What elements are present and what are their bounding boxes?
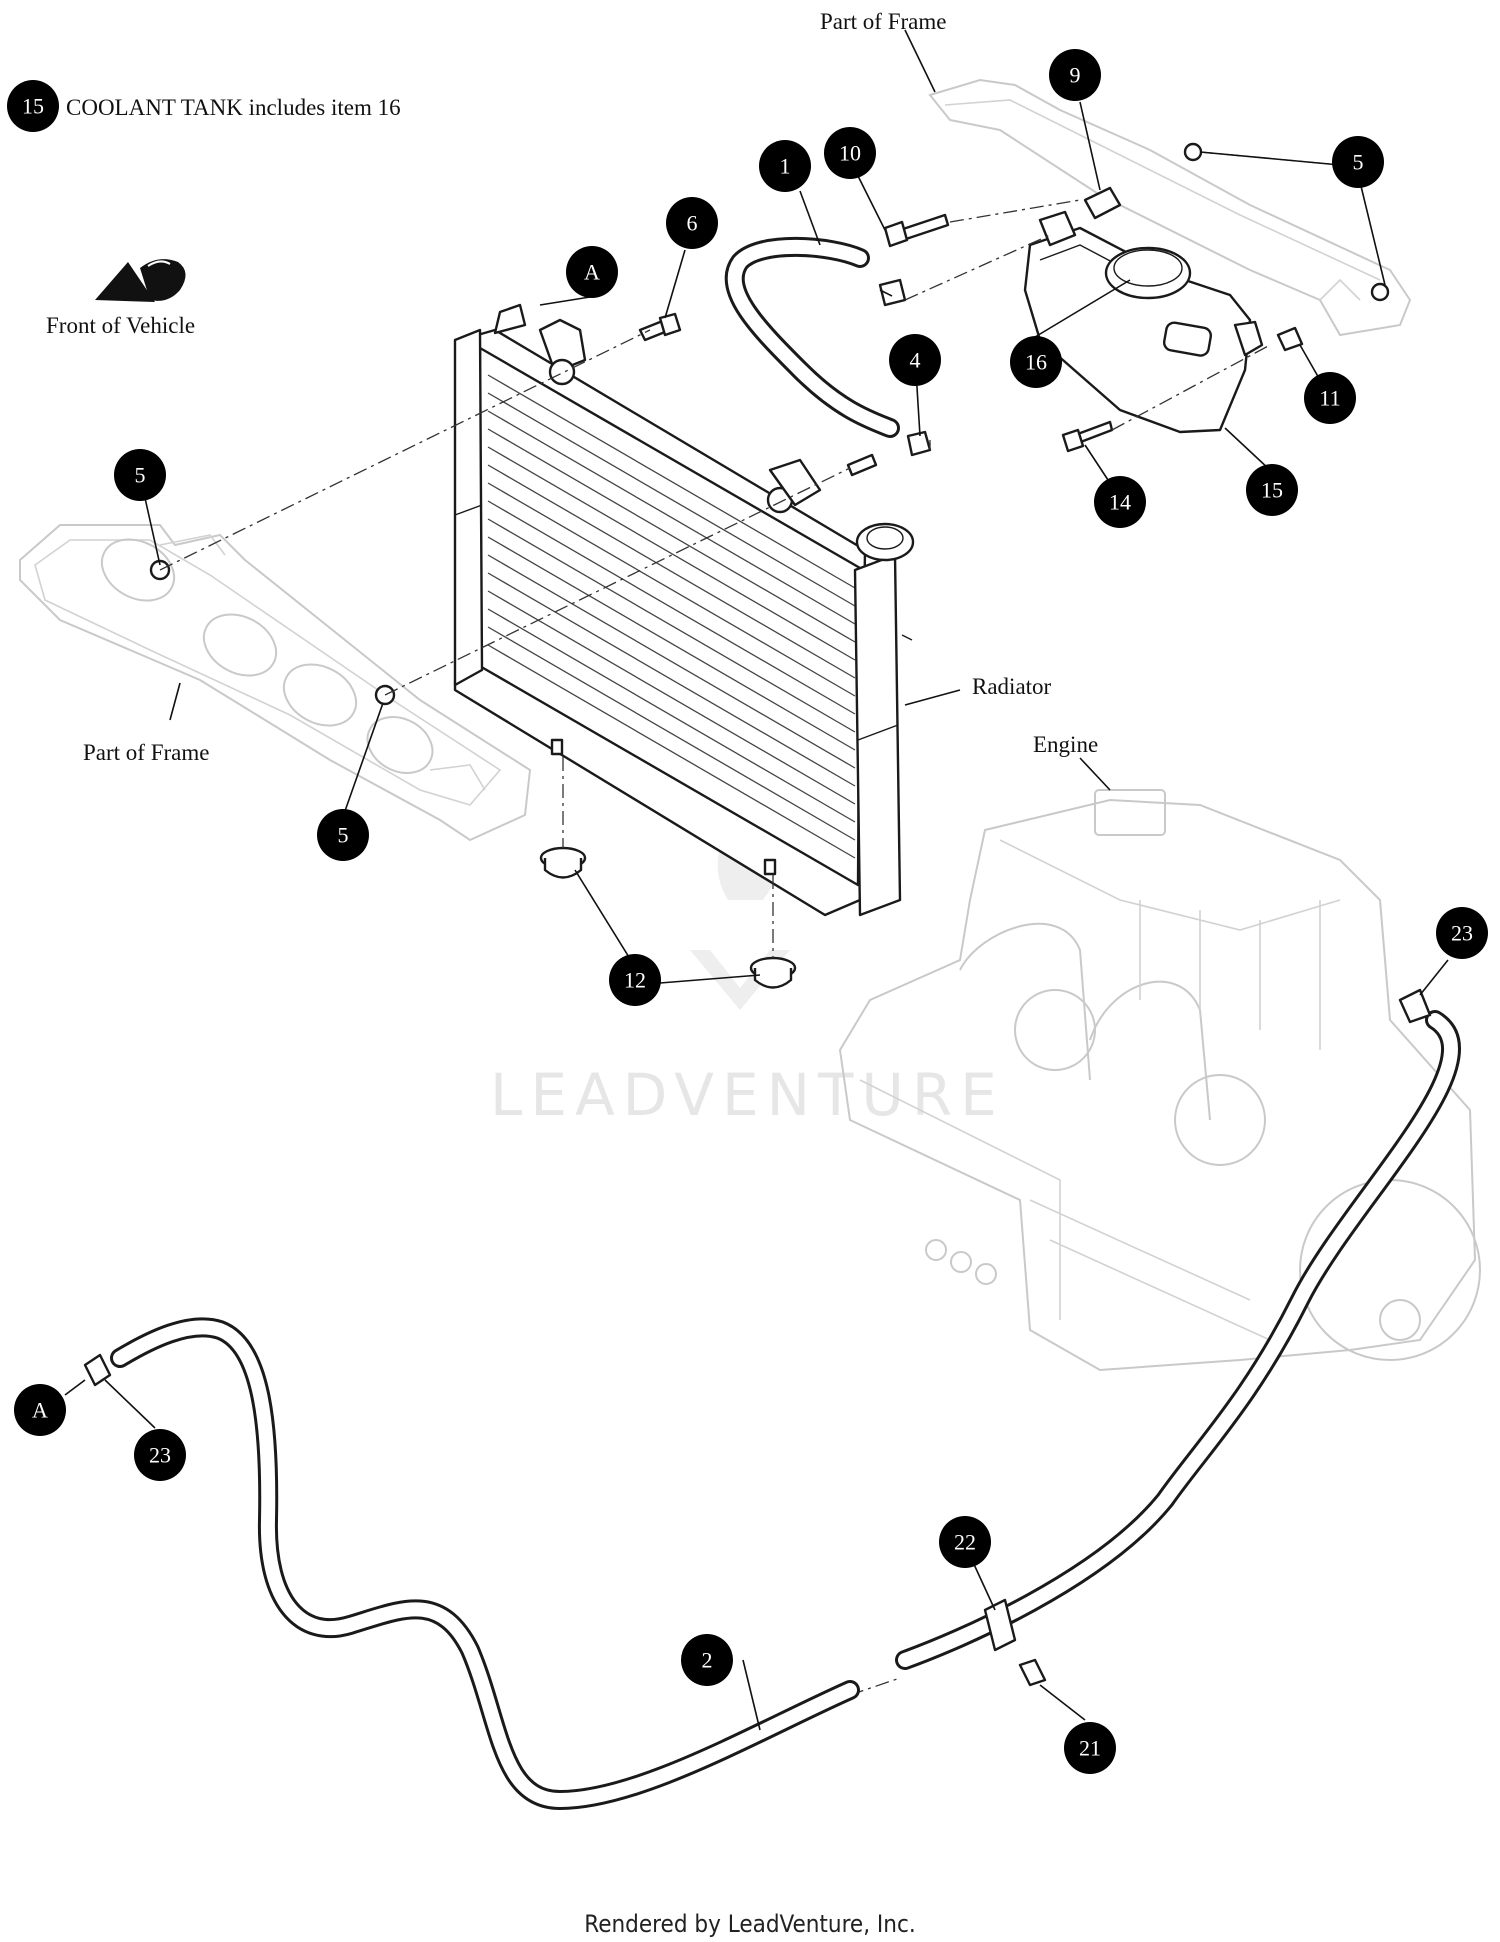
arrow-icon	[95, 259, 186, 302]
callout-23-left-text: 23	[149, 1443, 171, 1468]
callout-9-text: 9	[1070, 63, 1081, 88]
callout-4-upper-text: 4	[910, 348, 921, 373]
callout-14-text: 14	[1109, 490, 1131, 515]
callout-2: 2	[681, 1634, 733, 1686]
callout-2-text: 2	[702, 1648, 713, 1673]
watermark-text: LEADVENTURE	[490, 1061, 1005, 1129]
callout-14: 14	[1094, 476, 1146, 528]
nut-5-top	[1183, 142, 1390, 302]
callout-5-lower-text: 5	[338, 823, 349, 848]
frame-top-label: Part of Frame	[820, 9, 946, 34]
spacer-11	[1276, 326, 1304, 352]
callout-5-top: 5	[1332, 136, 1384, 188]
bolt-6	[638, 312, 682, 342]
callout-16: 16	[1010, 336, 1062, 388]
clamp-4-lower	[906, 430, 932, 457]
leader-radiator	[904, 689, 961, 706]
frame-left	[19, 524, 532, 842]
callout-11: 11	[1304, 372, 1356, 424]
front-of-vehicle: Front of Vehicle	[46, 259, 195, 338]
callout-6: 6	[666, 197, 718, 249]
clamp-23-engine	[1398, 988, 1432, 1024]
callout-11-text: 11	[1319, 386, 1340, 411]
front-of-vehicle-label: Front of Vehicle	[46, 313, 195, 338]
frame-top	[928, 78, 1412, 337]
grommet-12-b	[749, 956, 797, 989]
callout-9: 9	[1049, 49, 1101, 101]
bolt-lower-radiator	[846, 453, 878, 477]
coolant-tank	[1023, 210, 1264, 434]
callout-5-left: 5	[114, 449, 166, 501]
bolt-10	[883, 213, 950, 248]
radiator-label: Radiator	[972, 674, 1052, 699]
callout-21: 21	[1064, 1722, 1116, 1774]
callout-23-engine: 23	[1436, 907, 1488, 959]
footer-credit: Rendered by LeadVenture, Inc.	[584, 1910, 916, 1938]
callout-A-top: A	[566, 246, 618, 298]
bolt-21	[1018, 1658, 1047, 1687]
grommet-12-a	[539, 846, 587, 879]
callout-A-left-text: A	[32, 1398, 48, 1423]
callout-A-left: A	[14, 1384, 66, 1436]
legend-callout: 15	[22, 94, 44, 119]
callout-4-upper: 4	[889, 334, 941, 386]
leader-engine	[1079, 757, 1111, 791]
hose-1	[724, 236, 900, 438]
clamp-22	[983, 1598, 1017, 1652]
callout-A-top-text: A	[584, 260, 600, 285]
callout-10: 10	[824, 127, 876, 179]
legend: 15 COOLANT TANK includes item 16	[7, 80, 401, 132]
callout-12-text: 12	[624, 968, 646, 993]
spacer-9	[1083, 186, 1122, 220]
callout-5-top-text: 5	[1353, 150, 1364, 175]
callout-16-text: 16	[1025, 350, 1047, 375]
callout-22: 22	[939, 1516, 991, 1568]
radiator	[453, 303, 915, 917]
callout-23-left: 23	[134, 1429, 186, 1481]
callout-22-text: 22	[954, 1530, 976, 1555]
legend-text: COOLANT TANK includes item 16	[66, 95, 401, 120]
frame-left-label: Part of Frame	[83, 740, 209, 765]
callout-1: 1	[759, 140, 811, 192]
callout-5-left-text: 5	[135, 463, 146, 488]
callout-10-text: 10	[839, 141, 861, 166]
engine-label: Engine	[1033, 732, 1098, 757]
callout-5-lower: 5	[317, 809, 369, 861]
callout-15-text: 15	[1261, 478, 1283, 503]
bolt-14	[1061, 420, 1114, 453]
callout-1-text: 1	[780, 154, 791, 179]
callout-leaders	[64, 101, 1449, 1731]
radiator-fins	[487, 374, 856, 859]
leader-frame-top	[904, 29, 936, 93]
clamp-23-left	[83, 1353, 112, 1387]
leader-frame-left	[169, 682, 181, 721]
callout-15: 15	[1246, 464, 1298, 516]
callout-23-engine-text: 23	[1451, 921, 1473, 946]
hose-2	[110, 1010, 1461, 1810]
callout-12: 12	[609, 954, 661, 1006]
callout-6-text: 6	[687, 211, 698, 236]
callout-21-text: 21	[1079, 1736, 1101, 1761]
